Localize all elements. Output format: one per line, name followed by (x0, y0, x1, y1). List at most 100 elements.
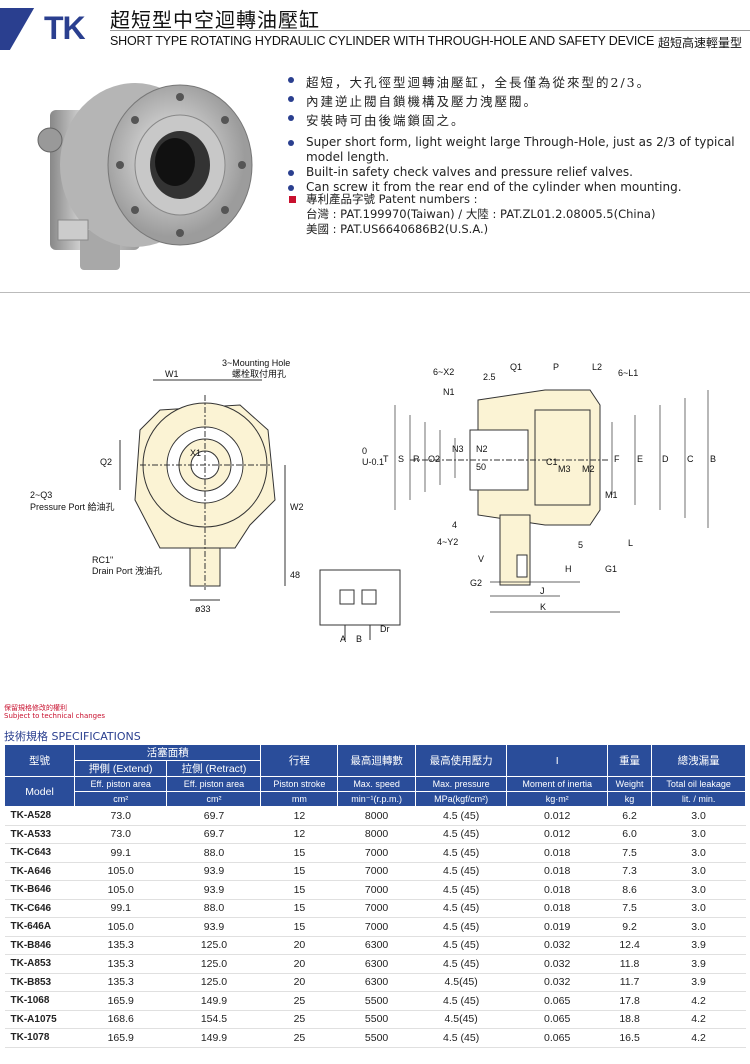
value-cell: 69.7 (166, 806, 261, 826)
value-cell: 99.1 (74, 843, 167, 863)
label-m2: M2 (582, 464, 595, 474)
value-cell: 125.0 (166, 936, 261, 955)
value-cell: 125.0 (166, 954, 261, 974)
label-b: B (710, 454, 716, 464)
label-m3: M3 (558, 464, 571, 474)
page-header: TK 超短型中空迴轉油壓缸 SHORT TYPE ROTATING HYDRAU… (0, 0, 750, 56)
value-cell: 8000 (337, 806, 416, 826)
hydraulic-symbol (319, 569, 401, 640)
product-photo (37, 83, 253, 270)
value-cell: 6300 (337, 954, 416, 974)
label-g2: G2 (470, 578, 482, 588)
value-cell: 5500 (337, 1010, 416, 1029)
label-w2: W2 (290, 502, 304, 512)
value-cell: 165.9 (74, 991, 167, 1011)
label-4: 4 (452, 520, 457, 530)
label-w1: W1 (165, 369, 179, 379)
value-cell: 4.5 (45) (415, 899, 507, 918)
value-cell: 4.5 (45) (415, 880, 507, 900)
value-cell: 154.5 (166, 1010, 261, 1029)
feature-list: 超短，大孔徑型迴轉油壓缸，全長僅為從來型的2/3。 內建逆止閥自鎖機構及壓力洩壓… (280, 72, 740, 195)
value-cell: 3.0 (651, 843, 746, 863)
value-cell: 12.4 (607, 936, 652, 955)
model-cell: TK-A533 (4, 825, 75, 844)
label-y2: 4~Y2 (437, 537, 458, 547)
value-cell: 25 (260, 1010, 338, 1029)
th-retract: 拉側 (Retract) (166, 760, 262, 777)
th-unit: MPa(kgf/cm²) (414, 791, 508, 807)
label-q1: Q1 (510, 362, 522, 372)
label-n3: N3 (452, 444, 464, 454)
th-pressure-cn: 最高使用壓力 (414, 744, 508, 777)
th-pressure: Max. pressure (414, 776, 508, 792)
value-cell: 20 (260, 954, 338, 974)
th-eff-ret: Eff. piston area (166, 776, 262, 792)
label-5: 5 (578, 540, 583, 550)
value-cell: 88.0 (166, 843, 261, 863)
value-cell: 4.5 (45) (415, 1028, 507, 1048)
value-cell: 135.3 (74, 936, 167, 955)
model-cell: TK-B853 (4, 973, 75, 992)
label-n1: N1 (443, 387, 455, 397)
th-area-cn: 活塞面積 (73, 744, 262, 761)
patent-block: 專利產品字號 Patent numbers : 台灣 : PAT.199970(… (280, 192, 740, 237)
feature-en-1: Super short form, light weight large Thr… (280, 135, 740, 165)
label-u: U-0.1 (362, 457, 384, 467)
value-cell: 105.0 (74, 917, 167, 937)
th-speed-cn: 最高迴轉數 (337, 744, 416, 777)
value-cell: 4.5 (45) (415, 825, 507, 844)
value-cell: 20 (260, 973, 338, 992)
title-chinese: 超短型中空迴轉油壓缸 (110, 8, 320, 32)
divider (0, 292, 750, 293)
th-model: Model (4, 776, 75, 807)
label-u0: 0 (362, 446, 367, 456)
label-l1: 6~L1 (618, 368, 638, 378)
value-cell: 149.9 (166, 1028, 261, 1048)
value-cell: 73.0 (74, 806, 167, 826)
label-mounting: 3~Mounting Hole (222, 358, 290, 368)
value-cell: 93.9 (166, 862, 261, 881)
th-stroke-cn: 行程 (260, 744, 339, 777)
th-stroke: Piston stroke (260, 776, 339, 792)
th-leak: Total oil leakage (651, 776, 746, 792)
logo-text: TK (44, 10, 86, 46)
value-cell: 0.018 (506, 862, 608, 881)
value-cell: 0.018 (506, 843, 608, 863)
value-cell: 17.8 (607, 991, 652, 1011)
side-view (394, 389, 709, 613)
model-cell: TK-C643 (4, 843, 75, 863)
value-cell: 4.5 (45) (415, 862, 507, 881)
value-cell: 11.7 (607, 973, 652, 992)
th-eff-ext: Eff. piston area (73, 776, 168, 792)
title-tag: 超短高速輕量型 (657, 36, 742, 50)
label-h: H (565, 564, 572, 574)
value-cell: 0.019 (506, 917, 608, 937)
feature-en-2: Built-in safety check valves and pressur… (280, 165, 740, 180)
value-cell: 6300 (337, 973, 416, 992)
model-cell: TK-A853 (4, 954, 75, 974)
th-unit: cm² (73, 791, 168, 807)
value-cell: 6.0 (607, 825, 652, 844)
label-d: D (662, 454, 669, 464)
value-cell: 8.6 (607, 880, 652, 900)
label-port-a: A (340, 634, 346, 644)
label-50: 50 (476, 462, 486, 472)
feature-en-3: Can screw it from the rear end of the cy… (280, 180, 740, 195)
th-model-cn: 型號 (4, 744, 75, 777)
patent-label: 專利產品字號 Patent numbers : (306, 192, 478, 206)
value-cell: 0.032 (506, 954, 608, 974)
feature-cn-2: 內建逆止閥自鎖機構及壓力洩壓閥。 (280, 91, 740, 110)
label-p: P (553, 362, 559, 372)
value-cell: 135.3 (74, 973, 167, 992)
th-unit: kg (606, 791, 653, 807)
label-v: V (478, 554, 484, 564)
value-cell: 0.032 (506, 936, 608, 955)
